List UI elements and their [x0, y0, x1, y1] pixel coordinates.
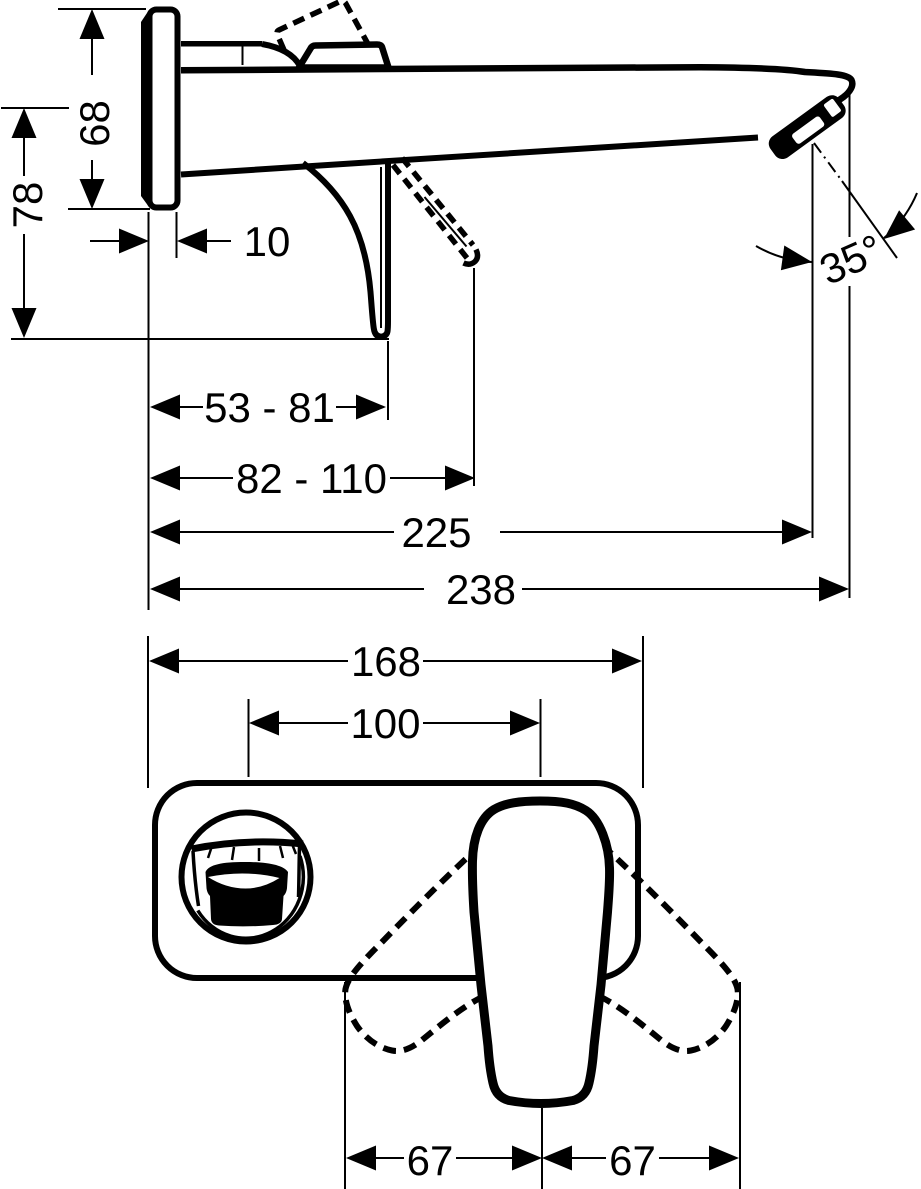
svg-text:225: 225: [401, 509, 471, 556]
svg-text:168: 168: [351, 638, 421, 685]
svg-text:82 - 110: 82 - 110: [236, 455, 387, 502]
svg-text:53 - 81: 53 - 81: [204, 384, 335, 431]
svg-text:68: 68: [71, 100, 118, 147]
svg-text:67: 67: [609, 1137, 656, 1184]
svg-text:10: 10: [244, 218, 291, 265]
svg-text:67: 67: [407, 1137, 454, 1184]
svg-text:238: 238: [446, 566, 516, 613]
svg-text:78: 78: [4, 182, 51, 229]
svg-text:100: 100: [350, 700, 420, 747]
